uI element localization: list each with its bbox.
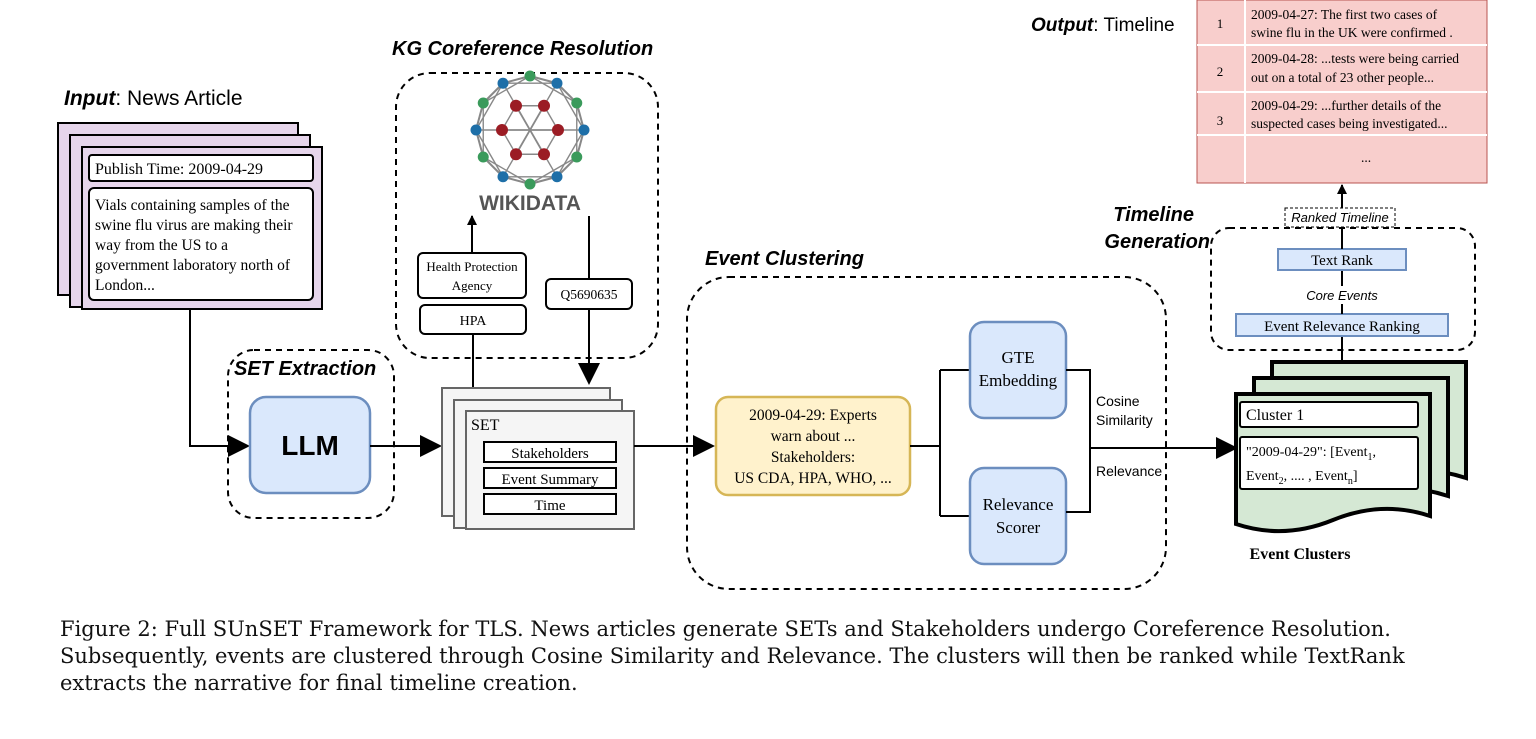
figure-caption: Figure 2: Full SUnSET Framework for TLS.… [60,617,1405,695]
event-line: 2009-04-29: Experts [749,407,877,424]
wikidata-wordmark: WIKIDATA [479,192,581,215]
set-field-box [483,441,617,463]
llm-label: LLM [281,430,339,461]
timeline-row-text: ... [1361,150,1371,165]
ranked-timeline-box [1284,207,1396,228]
set-field-time: Time [534,498,565,514]
cluster-label: Cluster 1 [1246,407,1304,424]
event-line: warn about ... [771,428,856,445]
article-body-box [88,187,314,301]
cosine-label: Cosine [1096,393,1140,409]
set-card-title: SET [471,417,500,434]
wikidata-logo-icon [470,70,590,190]
timeline-row-number: 2 [1217,64,1224,79]
qid-label: Q5690635 [561,287,618,302]
gte-line: Embedding [979,371,1058,390]
framework-diagram: Input: News Article Publish Time: 2009-0… [57,0,1488,590]
set-field-event-summary: Event Summary [501,472,599,488]
timeline-generation-title: Timeline [1113,204,1194,226]
kg-title: KG Coreference Resolution [392,38,653,60]
cluster-events-line-1: "2009-04-29": [Event1, [1246,445,1376,463]
timeline-row-number: 3 [1217,113,1224,128]
relevance-line: Relevance [983,495,1054,514]
publish-time: Publish Time: 2009-04-29 [95,161,263,178]
kg-region [395,72,659,359]
line-event-to-branches [910,369,970,517]
relevance-edge-label: Relevance [1096,463,1162,479]
event-clustering-region [686,276,1167,590]
cluster-label-box [1239,401,1419,428]
set-field-box [483,493,617,515]
timeline-row-number: 1 [1217,16,1224,31]
gte-embedding-box [968,320,1068,420]
event-clusters-caption: Event Clusters [1250,546,1351,563]
event-line: US CDA, HPA, WHO, ... [734,470,892,487]
cosine-label: Similarity [1096,412,1153,428]
timeline-row-text: 2009-04-28: ...tests were being carried [1251,51,1459,66]
core-events-bg [1302,286,1382,304]
timeline-row-text: swine flu in the UK were confirmed . [1251,25,1453,40]
set-field-box [483,467,617,489]
timeline-row-text: 2009-04-27: The first two cases of [1251,7,1438,22]
cluster-events-box [1239,436,1419,490]
set-extraction-title: SET Extraction [234,358,376,380]
input-label: Input: News Article [64,87,243,110]
set-field-stakeholders: Stakeholders [511,446,589,462]
text-rank-label: Text Rank [1311,253,1373,269]
set-extraction-region [227,349,395,519]
relevance-scorer-box [968,466,1068,566]
cluster-events-line-2: Event2, .... , Eventn] [1246,469,1357,487]
relevance-line: Scorer [996,518,1041,537]
entity-line: Agency [452,278,493,293]
event-clustering-title: Event Clustering [705,248,864,270]
article-line: government laboratory north of [95,257,291,274]
timeline-row-text: 2009-04-29: ...further details of the [1251,98,1441,113]
article-line: London... [95,277,155,294]
event-line: Stakeholders: [771,449,855,466]
output-timeline-table: 1 2009-04-27: The first two cases of swi… [1196,0,1488,184]
event-relevance-ranking-label: Event Relevance Ranking [1264,319,1420,335]
timeline-generation-title: Generation [1104,231,1210,253]
line-branches-merge [1066,369,1091,513]
event-cluster-stack: Cluster 1 "2009-04-29": [Event1, Event2,… [1234,360,1468,534]
gte-line: GTE [1001,348,1034,367]
abbr-label: HPA [460,314,488,329]
article-line: Vials containing samples of the [95,197,290,214]
ranked-timeline-label: Ranked Timeline [1291,210,1388,225]
core-events-label: Core Events [1306,288,1378,303]
output-label: Output: Timeline [1031,15,1175,36]
publish-time-box [88,154,314,182]
news-article-stack: Publish Time: 2009-04-29 Vials containin… [57,122,323,310]
set-card-stack: SET Stakeholders Event Summary Time [441,387,635,530]
entity-line: Health Protection [426,259,518,274]
timeline-row-text: suspected cases being investigated... [1251,116,1447,131]
timeline-row-text: out on a total of 23 other people... [1251,70,1434,85]
article-line: way from the US to a [95,237,228,254]
article-line: swine flu virus are making their [95,217,293,234]
